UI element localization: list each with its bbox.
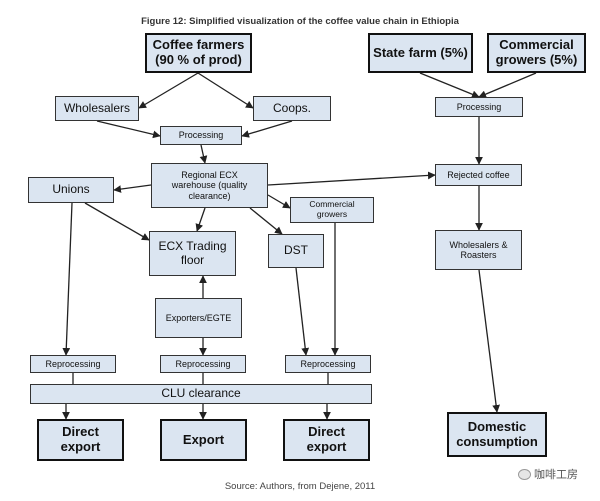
arrow-wholesalers-roasters-to-domestic-consumption <box>478 269 500 413</box>
arrow-coops-to-processing-left <box>241 120 293 138</box>
arrow-regional-ecx-to-commercial-growers <box>267 194 291 209</box>
node-processing-right: Processing <box>435 97 523 117</box>
node-coops: Coops. <box>253 96 331 121</box>
arrow-regional-ecx-to-rejected-coffee <box>267 171 436 186</box>
node-commercial-growers-5: Commercial growers (5%) <box>487 33 586 73</box>
node-state-farm: State farm (5%) <box>368 33 473 73</box>
arrow-regional-ecx-to-unions <box>113 184 152 193</box>
node-clu-clearance: CLU clearance <box>30 384 372 404</box>
node-direct-export-2: Direct export <box>283 419 370 461</box>
arrow-processing-left-to-regional-ecx <box>199 144 208 164</box>
arrow-unions-to-reprocessing-1 <box>62 202 73 356</box>
node-exporters-egte: Exporters/EGTE <box>155 298 242 338</box>
node-wholesalers-roasters: Wholesalers & Roasters <box>435 230 522 270</box>
arrow-unions-to-ecx-trading-floor <box>84 202 150 241</box>
node-dst: DST <box>268 234 324 268</box>
arrow-regional-ecx-to-dst <box>249 207 283 235</box>
node-unions: Unions <box>28 177 114 203</box>
node-direct-export-1: Direct export <box>37 419 124 461</box>
arrow-coffee-farmers-to-wholesalers <box>138 72 199 109</box>
source-caption: Source: Authors, from Dejene, 2011 <box>224 481 376 492</box>
arrow-state-farm-to-processing-right <box>419 72 480 98</box>
arrow-dst-to-reprocessing-3 <box>295 267 310 356</box>
node-regional-ecx-warehouse: Regional ECX warehouse (quality clearanc… <box>151 163 268 208</box>
node-commercial-growers: Commercial growers <box>290 197 374 223</box>
node-reprocessing-3: Reprocessing <box>285 355 371 373</box>
node-export: Export <box>160 419 247 461</box>
node-reprocessing-1: Reprocessing <box>30 355 116 373</box>
arrow-commercial-growers-5-to-processing-right <box>478 72 537 98</box>
figure-title: Figure 12: Simplified visualization of t… <box>141 16 459 27</box>
arrow-wholesalers-to-processing-left <box>96 120 161 139</box>
arrow-coffee-farmers-to-coops <box>197 72 254 109</box>
node-reprocessing-2: Reprocessing <box>160 355 246 373</box>
node-wholesalers: Wholesalers <box>55 96 139 121</box>
chat-bubble-icon <box>518 468 531 480</box>
node-processing-left: Processing <box>160 126 242 145</box>
node-rejected-coffee: Rejected coffee <box>435 164 522 186</box>
node-domestic-consumption: Domestic consumption <box>447 412 547 457</box>
arrow-regional-ecx-to-ecx-trading-floor <box>195 207 206 232</box>
watermark: 咖啡工房 <box>518 466 578 482</box>
watermark-text: 咖啡工房 <box>534 469 578 481</box>
node-ecx-trading-floor: ECX Trading floor <box>149 231 236 276</box>
node-coffee-farmers: Coffee farmers (90 % of prod) <box>145 33 252 73</box>
